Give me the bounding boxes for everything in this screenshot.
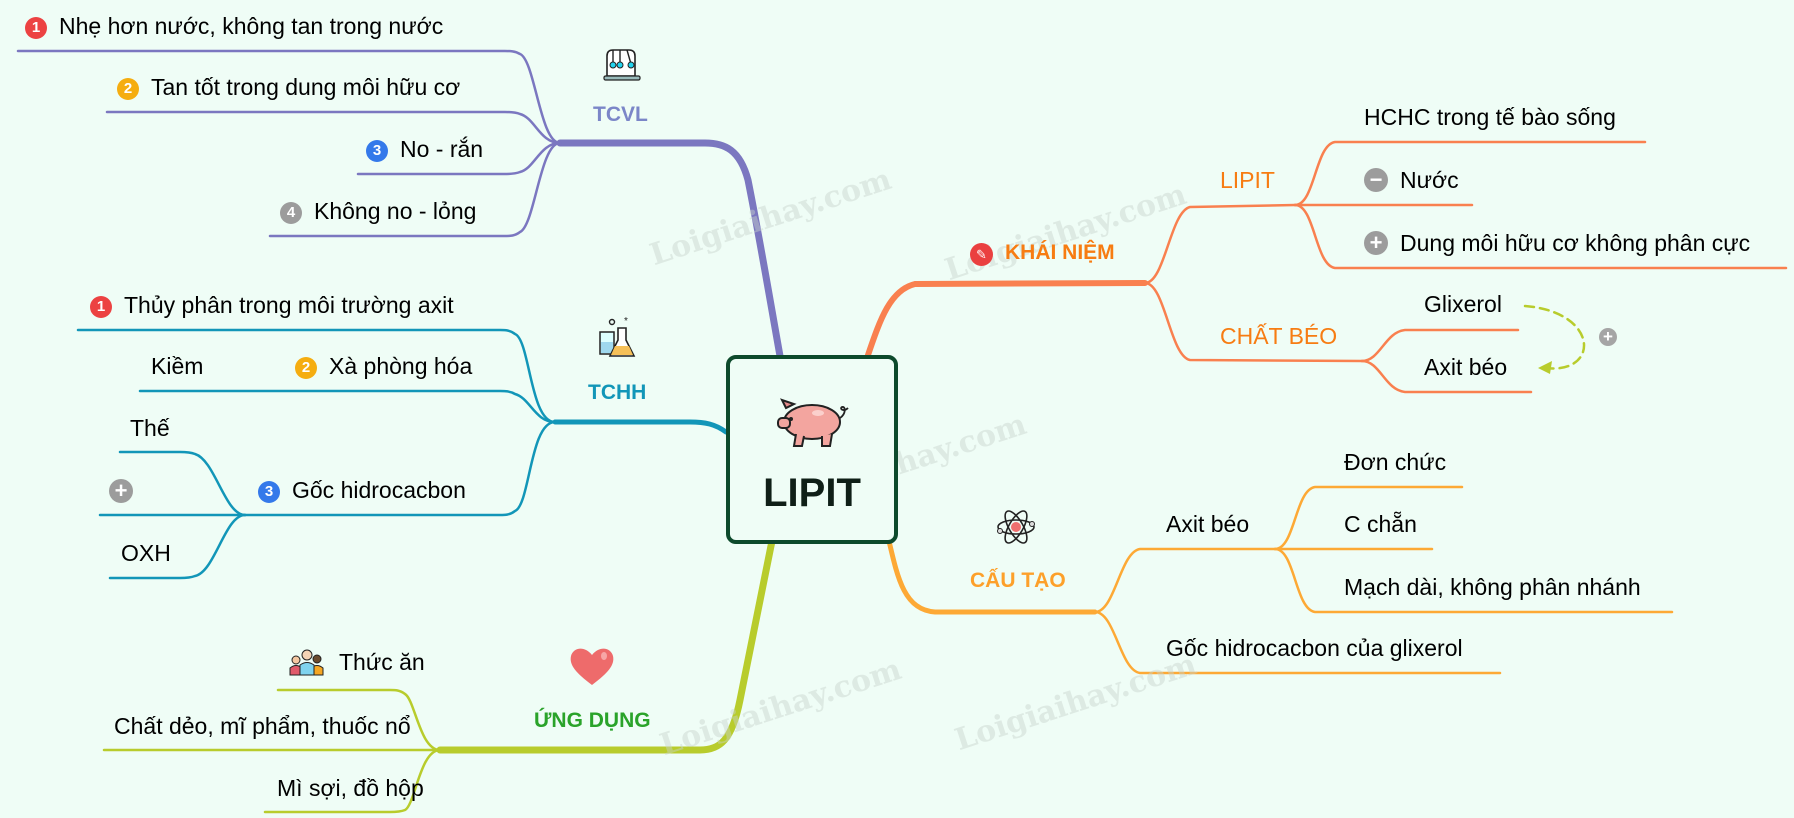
ung-dung-item3-line (263, 748, 442, 814)
tchh-item2-line (138, 389, 557, 424)
tchh-item-2[interactable]: 2 Xà phòng hóa (295, 352, 472, 380)
atom-icon (997, 510, 1035, 544)
cau-tao-main-connector (886, 538, 1098, 615)
lipit-item-2[interactable]: −Nước (1364, 166, 1459, 194)
axit-beo-subtopic[interactable]: Axit béo (1166, 511, 1250, 537)
axit-beo-item-2[interactable]: C chẵn (1344, 511, 1417, 537)
lipit-item1-line (1293, 140, 1647, 207)
tcvl-item3-line (356, 141, 562, 176)
lipit-sub-line (1143, 203, 1297, 285)
tcvl-main-connector (556, 139, 784, 360)
topic-tchh[interactable]: TCHH (588, 381, 647, 404)
heart-icon (570, 648, 614, 685)
ung-dung-item-2[interactable]: Chất dẻo, mĩ phẩm, thuốc nổ (114, 713, 411, 739)
tcvl-item-3-text: No - rắn (400, 136, 484, 162)
tchh-item-3-text: Gốc hidrocacbon (292, 477, 466, 503)
lipit-item-3[interactable]: + Dung môi hữu cơ không phân cực (1364, 229, 1750, 257)
glixerol-axit-relation (1523, 304, 1586, 370)
priority-1-icon: 1 (90, 296, 112, 318)
tchh-item-2-text: Xà phòng hóa (329, 353, 473, 379)
pig-icon (777, 398, 849, 447)
lipit-item-2-text: Nước (1400, 167, 1459, 193)
chat-beo-subtopic[interactable]: CHẤT BÉO (1220, 323, 1338, 349)
tcvl-item2-line (105, 110, 562, 145)
tchh-the[interactable]: Thế (130, 415, 170, 441)
people-icon (289, 649, 324, 676)
plus-icon: + (1364, 231, 1388, 255)
subtopic-lipit[interactable]: LIPIT (1220, 167, 1275, 193)
axit-beo-item3-line (1273, 547, 1674, 614)
ung-dung-connectors (102, 537, 776, 814)
central-topic[interactable]: LIPIT (726, 355, 898, 544)
tchh-item-3[interactable]: 3 Gốc hidrocacbon (258, 476, 466, 504)
axit-beo-sub-line (1093, 547, 1277, 614)
tcvl-connectors (16, 49, 784, 360)
axit-beo-item-1[interactable]: Đơn chức (1344, 449, 1447, 475)
lipit-item-1[interactable]: HCHC trong tế bào sống (1364, 104, 1616, 130)
priority-2-icon: 2 (117, 78, 139, 100)
tchh-oxh[interactable]: OXH (121, 540, 171, 566)
newtons-cradle-icon (603, 49, 641, 81)
tcvl-item-4-text: Không no - lỏng (314, 198, 477, 224)
priority-3-icon: 3 (366, 140, 388, 162)
ung-dung-item-1[interactable]: Thức ăn (287, 646, 425, 676)
svg-text:*: * (624, 316, 628, 327)
tcvl-item-3[interactable]: 3 No - rắn (366, 135, 483, 163)
tchh-main-connector (552, 419, 729, 435)
tchh-item-1-text: Thủy phân trong môi trường axit (124, 292, 454, 318)
plus-icon: + (109, 479, 133, 503)
khai-niem-main-connector (865, 280, 1148, 358)
ung-dung-item-3[interactable]: Mì sợi, đồ hộp (277, 775, 424, 801)
chat-beo-item2-line (1360, 359, 1533, 394)
chat-beo-item-2[interactable]: Axit béo (1424, 354, 1508, 380)
tchh-the-line (118, 450, 247, 517)
ung-dung-item-1-text: Thức ăn (339, 649, 425, 675)
lab-flask-icon: * (599, 316, 636, 357)
minus-icon: − (1364, 168, 1388, 192)
tchh-plus[interactable]: + (109, 477, 145, 505)
tcvl-item1-line (16, 49, 562, 145)
tchh-oxh-line (108, 513, 247, 580)
ung-dung-main-connector (436, 537, 776, 754)
axit-beo-item-3[interactable]: Mạch dài, không phân nhánh (1344, 574, 1641, 600)
tchh-kiem[interactable]: Kiềm (151, 353, 204, 379)
lipit-item-3-text: Dung môi hữu cơ không phân cực (1400, 230, 1751, 256)
tcvl-item-2[interactable]: 2 Tan tốt trong dung môi hữu cơ (117, 73, 460, 101)
lipit-item3-line (1293, 203, 1788, 270)
tcvl-item-1[interactable]: 1 Nhẹ hơn nước, không tan trong nước (25, 12, 443, 40)
tcvl-item-1-text: Nhẹ hơn nước, không tan trong nước (59, 13, 444, 39)
tchh-connectors (76, 328, 729, 580)
tcvl-item-2-text: Tan tốt trong dung môi hữu cơ (151, 74, 461, 100)
cau-tao-connectors (886, 485, 1674, 675)
tchh-item-1[interactable]: 1 Thủy phân trong môi trường axit (90, 291, 454, 319)
priority-2-icon: 2 (295, 357, 317, 379)
khai-niem-connectors (865, 140, 1788, 394)
pin-icon: ✎ (970, 243, 993, 266)
chat-beo-item1-line (1360, 328, 1520, 363)
goc-hidrocacbon-glixerol[interactable]: Gốc hidrocacbon của glixerol (1166, 635, 1463, 661)
goc-hidrocacbon-glixerol-line (1093, 610, 1502, 675)
tcvl-item4-line (268, 141, 562, 238)
tcvl-item-4[interactable]: 4 Không no - lỏng (280, 197, 476, 225)
topic-tcvl[interactable]: TCVL (593, 103, 648, 126)
axit-beo-item1-line (1273, 485, 1464, 551)
topic-ung-dung[interactable]: ỨNG DỤNG (534, 709, 651, 732)
chat-beo-sub-line (1143, 281, 1364, 363)
central-topic-title: LIPIT (763, 471, 861, 515)
tchh-item3-line (243, 420, 557, 517)
priority-1-icon: 1 (25, 17, 47, 39)
relation-plus-icon[interactable]: + (1599, 328, 1617, 346)
ung-dung-item1-line (276, 688, 442, 752)
priority-4-icon: 4 (280, 202, 302, 224)
topic-cau-tao[interactable]: CẤU TẠO (970, 569, 1066, 592)
topic-khai-niem[interactable]: ✎ KHÁI NIỆM (970, 240, 1115, 266)
topic-khai-niem-label: KHÁI NIỆM (1005, 241, 1115, 264)
tchh-item1-line (76, 328, 557, 424)
priority-3-icon: 3 (258, 481, 280, 503)
relation-arrowhead (1538, 361, 1552, 374)
chat-beo-item-1[interactable]: Glixerol (1424, 291, 1502, 317)
